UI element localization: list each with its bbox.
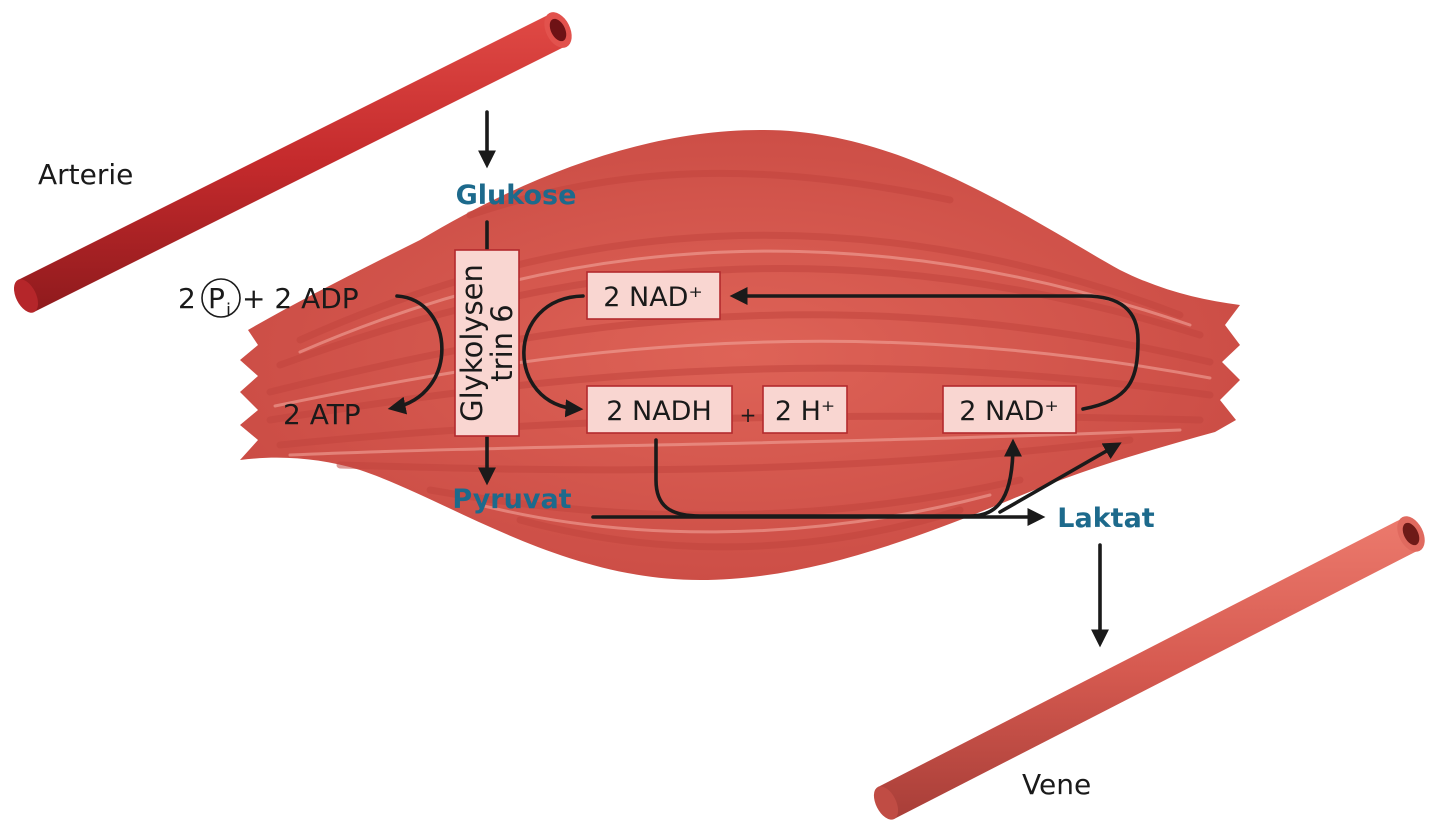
vein-label: Vene — [1022, 768, 1091, 801]
nadh-label: 2 NADH — [606, 396, 712, 427]
artery-vessel — [13, 12, 572, 313]
pi-letter: P — [208, 282, 225, 315]
glycolysis-label: Glykolysen — [455, 264, 489, 422]
nad-top-label: 2 NAD⁺ — [603, 282, 702, 313]
adp-to-atp-arrow — [387, 294, 444, 415]
adp-label: + 2 ADP — [242, 282, 359, 315]
plus-sign: + — [740, 403, 757, 427]
h-plus-box: 2 H⁺ — [762, 385, 848, 434]
vein-vessel — [873, 516, 1425, 820]
artery-label: Arterie — [38, 158, 133, 191]
glucose-label: Glukose — [456, 180, 577, 211]
pi-subscript: i — [226, 300, 231, 321]
glycolysis-step-label: trin 6 — [485, 304, 519, 381]
flow-arrows — [387, 110, 1140, 648]
phosphate-circle-icon — [201, 278, 241, 318]
pyruvate-label: Pyruvat — [452, 484, 571, 515]
nadh-box: 2 NADH — [586, 385, 733, 434]
nad-top-box: 2 NAD⁺ — [586, 271, 721, 320]
pi-adp-group: 2 P i + 2 ADP — [178, 278, 359, 321]
h-plus-label: 2 H⁺ — [775, 396, 835, 427]
nad-to-nadh-arrow — [522, 294, 585, 418]
nad-regeneration-loop-arrow — [729, 287, 1140, 411]
glycolysis-box: Glykolysen trin 6 — [454, 249, 520, 437]
nad-right-label: 2 NAD⁺ — [959, 396, 1058, 427]
nad-right-box: 2 NAD⁺ — [942, 385, 1077, 434]
pi-coefficient: 2 — [178, 282, 196, 315]
lactate-label: Laktat — [1057, 503, 1155, 534]
diagonal-branch-arrow — [998, 442, 1122, 514]
atp-label: 2 ATP — [283, 398, 361, 431]
